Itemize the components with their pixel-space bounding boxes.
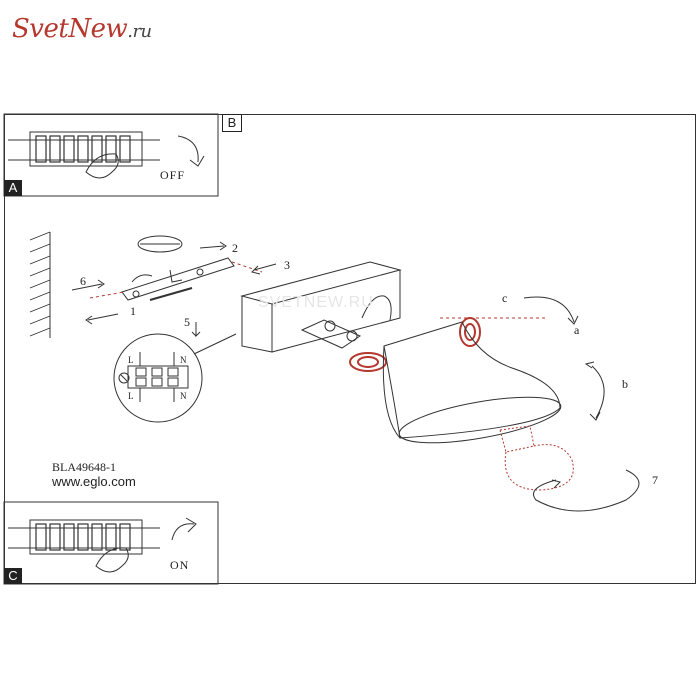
mounting-bracket [121,235,235,301]
wall-plate [240,261,402,353]
step-arrows [71,241,277,338]
terminal-block-inset [113,333,237,423]
screwdriver-icon [137,235,183,253]
terminal-label-n-bottom: N [180,391,187,401]
lamp-shade [382,321,562,444]
step-6: 6 [80,274,86,288]
rotation-arrows [523,296,640,512]
panel-label-a: A [4,180,22,196]
step-2: 2 [232,241,238,255]
hand-icon-2 [95,547,129,573]
terminal-label-l-bottom: L [128,391,134,401]
panel-c-frame [3,501,219,585]
step-5: 5 [184,315,190,329]
step-b: b [622,377,628,391]
step-1: 1 [130,304,136,318]
watermark: SVETNEW.RU [258,294,374,311]
logo-suffix: .ru [127,21,152,42]
rotation-arrow-7 [533,469,640,512]
guide-lines [89,261,548,319]
adjustment-knob-icon [349,317,481,372]
lamp-arm [300,295,392,349]
wall-icon [29,231,51,338]
terminal-label-n-top: N [180,355,187,365]
on-arrow [171,523,195,541]
manufacturer-website: www.eglo.com [52,474,136,489]
rotation-arrow-b [591,365,605,419]
logo-text: SvetNew [12,14,128,44]
fuse-box-on [8,517,197,573]
panel-label-b: B [222,114,242,132]
power-off-label: OFF [160,168,186,182]
panel-ab-frame [3,113,219,197]
terminal-label-l-top: L [128,355,134,365]
off-arrow [177,135,199,163]
step-3: 3 [284,258,290,272]
instruction-sheet [4,114,696,584]
fuse-box-off [8,131,205,179]
light-bulb-icon [499,425,574,491]
panel-label-c: C [4,568,22,584]
step-c: c [502,291,508,305]
step-a: a [574,323,580,337]
site-logo: SvetNew.ru [12,14,152,44]
product-code: BLA49648-1 [52,460,116,474]
power-on-label: ON [170,558,190,572]
rotation-arrow-c [523,296,575,323]
step-7: 7 [652,473,658,487]
hand-icon [85,153,119,179]
